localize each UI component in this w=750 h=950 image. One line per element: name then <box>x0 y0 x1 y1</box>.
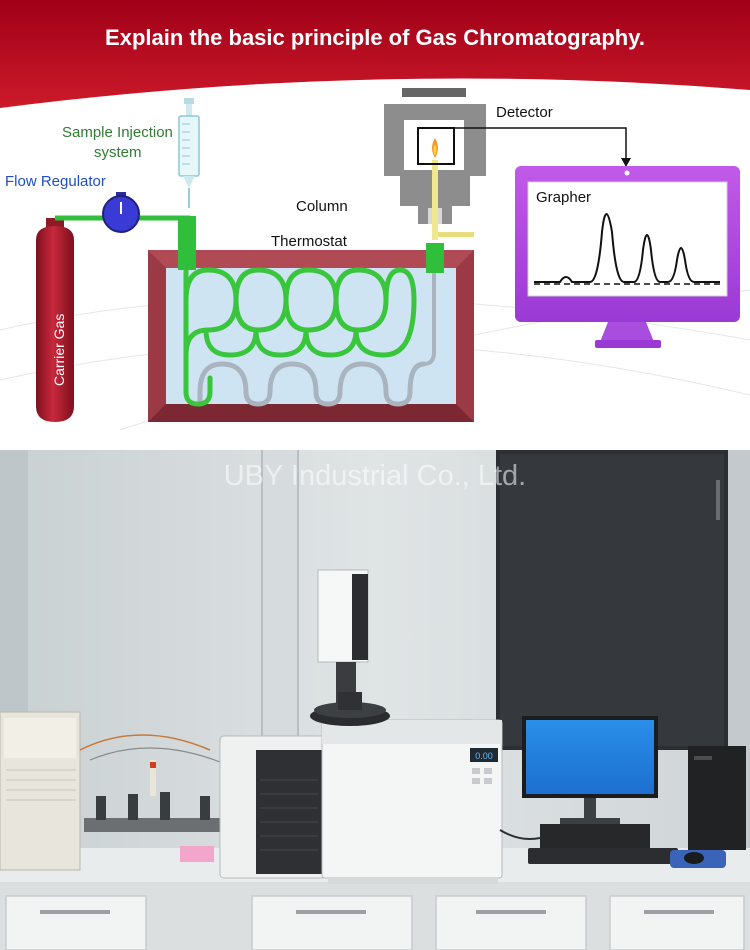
grapher-label: Grapher <box>536 189 591 206</box>
diagram-title: Explain the basic principle of Gas Chrom… <box>105 25 645 50</box>
title-banner <box>0 0 750 108</box>
bench-drawers <box>5 895 745 950</box>
keyboard <box>528 848 678 864</box>
mouse <box>684 852 704 864</box>
printer-box <box>540 824 650 850</box>
carrier-gas-label: Carrier Gas <box>51 314 67 386</box>
thermostat-label: Thermostat <box>271 233 348 250</box>
gc-display-readout: 0.00 <box>475 751 493 761</box>
detector-label: Detector <box>496 104 553 121</box>
chromatogram-trace <box>534 213 720 283</box>
signal-arrow <box>621 158 631 167</box>
signal-line <box>454 127 627 160</box>
photo-watermark: UBY Industrial Co., Ltd. <box>224 460 527 492</box>
pc-tower-bay <box>694 756 712 760</box>
injector-port <box>178 216 196 270</box>
gc-diagram-svg: Explain the basic principle of Gas Chrom… <box>0 0 750 430</box>
lab-monitor <box>522 716 658 824</box>
drawer-handles <box>40 910 714 914</box>
gas-generator-box <box>0 711 81 871</box>
gc-diagram-panel: Explain the basic principle of Gas Chrom… <box>0 0 750 430</box>
dark-cabinet-handle <box>716 480 720 520</box>
sample-injection-label-line2: system <box>94 144 142 161</box>
flow-regulator-label: Flow Regulator <box>5 173 106 190</box>
syringe-icon <box>178 98 200 208</box>
column-label: Column <box>296 198 348 215</box>
column-coil-gray <box>197 361 427 407</box>
flow-regulator <box>102 192 140 233</box>
lab-photo-panel: UBY Industrial Co., Ltd. <box>0 450 750 950</box>
column-return-tube <box>423 272 436 366</box>
gas-valve-manifold <box>79 734 224 832</box>
cable <box>499 829 541 840</box>
dark-cabinet-door <box>500 454 724 746</box>
gc-keypad <box>472 768 492 784</box>
thermostat-oven <box>148 250 474 422</box>
carrier-gas-cylinder <box>36 218 74 422</box>
lab-photo-svg: UBY Industrial Co., Ltd. <box>0 450 750 950</box>
tissue-box <box>180 846 214 862</box>
column-coil-green <box>183 241 417 407</box>
grapher-monitor <box>515 166 740 348</box>
pc-tower <box>688 746 746 850</box>
sample-injection-label-line1: Sample Injection <box>62 124 173 141</box>
detector-port <box>426 243 444 273</box>
gas-chromatograph: 0.00 <box>219 569 503 884</box>
